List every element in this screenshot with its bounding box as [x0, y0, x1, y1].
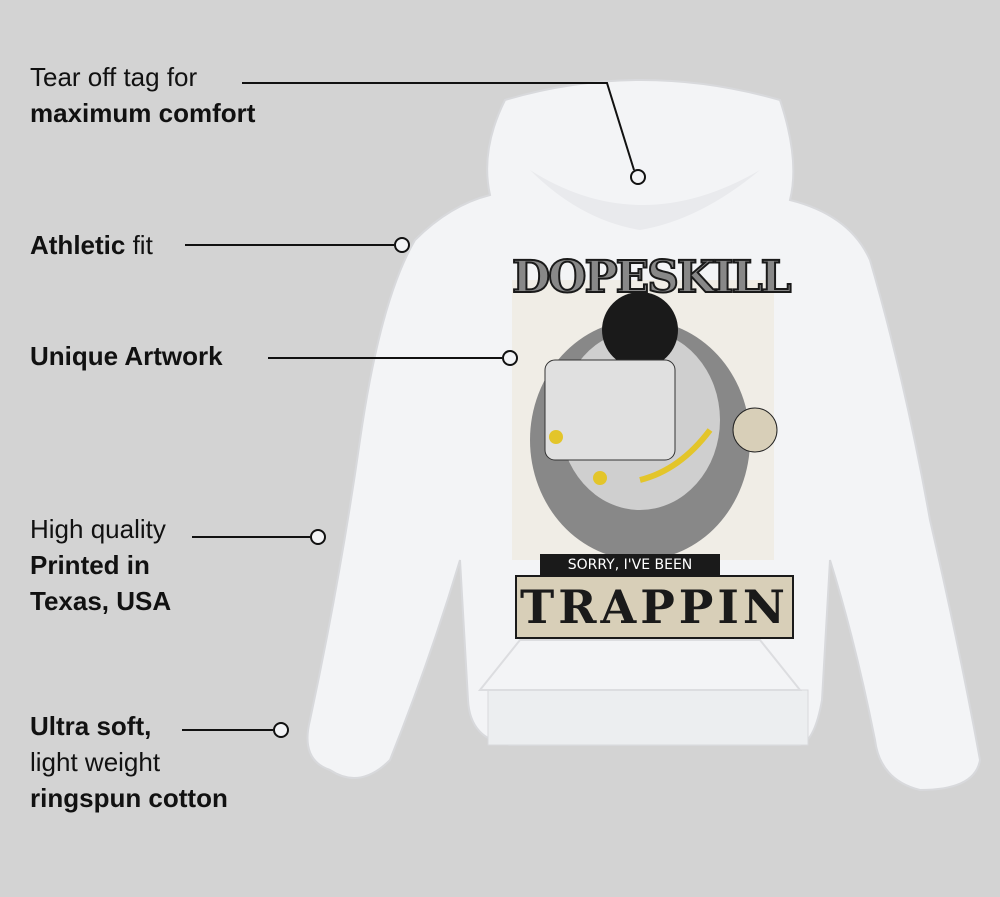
callout-dot-quality	[310, 529, 326, 545]
feature-quality-label: High quality Printed in Texas, USA	[30, 514, 172, 616]
hoodie-hood-inner	[530, 170, 760, 230]
artwork-graphic	[512, 280, 778, 560]
hoodie-waistband	[487, 689, 809, 746]
feature-fabric-label: Ultra soft, light weight ringspun cotton	[30, 711, 228, 813]
callout-line-tag	[242, 82, 635, 171]
artwork-word: TRAPPIN	[515, 575, 794, 639]
callout-dot-fit	[394, 237, 410, 253]
feature-tag-label: Tear off tag for maximum comfort	[30, 62, 256, 128]
callout-dot-artwork	[502, 350, 518, 366]
feature-fit-label: Athletic fit	[30, 230, 153, 260]
feature-artwork-label: Unique Artwork	[30, 341, 223, 371]
callout-dot-tag	[630, 169, 646, 185]
artwork-tagline: SORRY, I'VE BEEN	[540, 554, 720, 576]
artwork-brand: DOPESKILL	[511, 251, 793, 304]
callout-dot-soft	[273, 722, 289, 738]
hoodie-pocket	[477, 639, 803, 691]
